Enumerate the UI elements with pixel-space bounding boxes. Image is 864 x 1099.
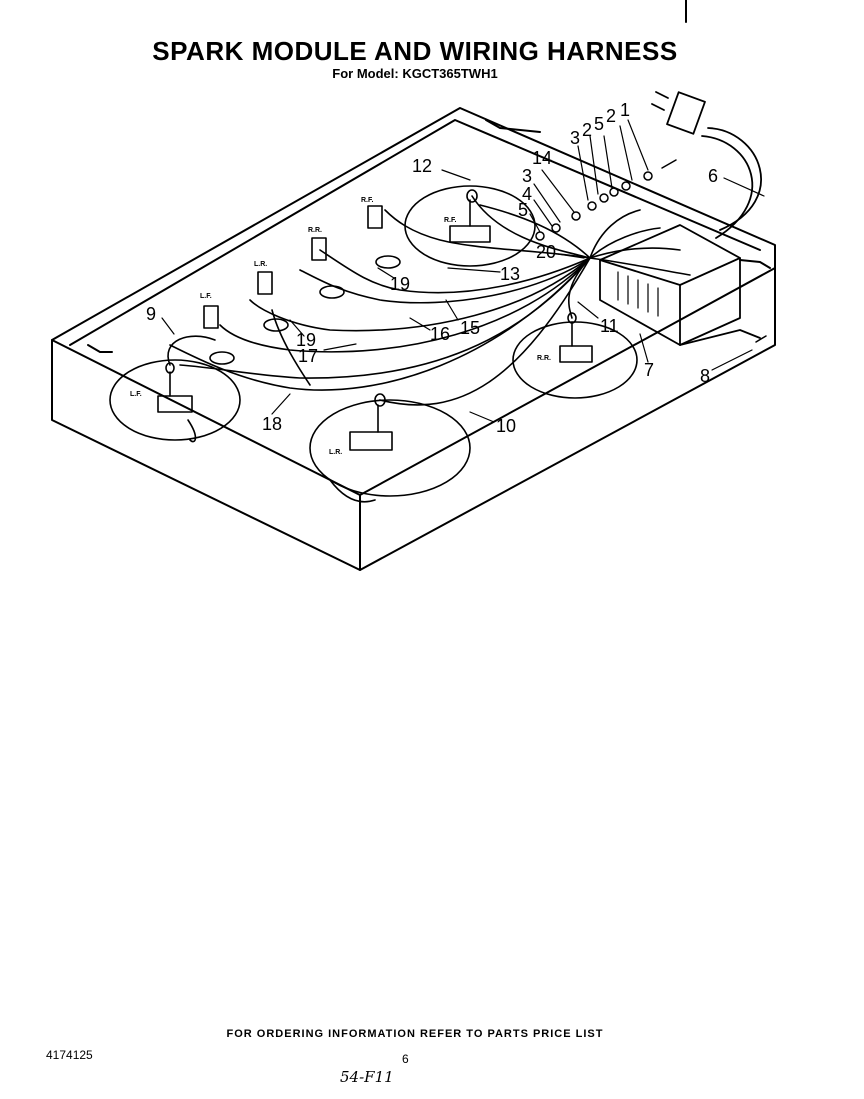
callout-20: 20 (536, 242, 556, 262)
callout-3: 3 (570, 128, 580, 148)
burner-label-lf: L.F. (130, 391, 142, 398)
page-title: SPARK MODULE AND WIRING HARNESS (152, 36, 678, 66)
igniter-rr (559, 312, 593, 363)
burner-label-rf: R.F. (444, 217, 457, 224)
igniter-assemblies (157, 189, 593, 451)
page-number: 6 (402, 1052, 409, 1066)
burner-label-lr: L.R. (329, 449, 342, 456)
power-cord (651, 91, 762, 239)
callout-5b: 5 (518, 200, 528, 220)
callout-18: 18 (262, 414, 282, 434)
burner-label-rr: R.R. (537, 355, 551, 362)
cooktop-base (51, 107, 776, 571)
callout-17: 17 (298, 346, 318, 366)
callout-14: 14 (532, 148, 552, 168)
switch-rr (311, 237, 327, 261)
igniter-lf (157, 362, 193, 413)
switch-label-lf: L.F. (200, 293, 212, 300)
igniter-lr (349, 393, 393, 451)
callout-6: 6 (708, 166, 718, 186)
callout-19b: 19 (296, 330, 316, 350)
model-subtitle: For Model: KGCT365TWH1 (332, 66, 498, 81)
ordering-note: FOR ORDERING INFORMATION REFER TO PARTS … (226, 1028, 604, 1040)
callout-2: 2 (606, 106, 616, 126)
callout-2b: 2 (582, 120, 592, 140)
callout-10: 10 (496, 416, 516, 436)
switch-label-rr: R.R. (308, 227, 322, 234)
document-number: 4174125 (46, 1048, 93, 1062)
wiring-harness (167, 195, 691, 406)
callout-5: 5 (594, 114, 604, 134)
callout-13: 13 (500, 264, 520, 284)
callout-9: 9 (146, 304, 156, 324)
callout-3b: 3 (522, 166, 532, 186)
switch-lr (257, 271, 273, 295)
spark-module (599, 224, 761, 346)
switch-label-lr: L.R. (254, 261, 267, 268)
callout-15: 15 (460, 318, 480, 338)
callout-7: 7 (644, 360, 654, 380)
callout-19a: 19 (390, 274, 410, 294)
switch-label-rf: R.F. (361, 197, 374, 204)
mounting-hardware (535, 159, 767, 343)
callout-leaders (161, 119, 765, 423)
callout-16: 16 (430, 324, 450, 344)
callout-4: 4 (522, 184, 532, 204)
burner-wells (109, 185, 638, 503)
switch-lf (203, 305, 219, 329)
switch-rf (367, 205, 383, 229)
igniter-rf (449, 189, 491, 243)
callout-11: 11 (600, 316, 619, 336)
handwritten-code: 54-F11 (340, 1068, 394, 1086)
callout-1: 1 (620, 100, 630, 120)
callout-8: 8 (700, 366, 710, 386)
callout-12: 12 (412, 156, 432, 176)
